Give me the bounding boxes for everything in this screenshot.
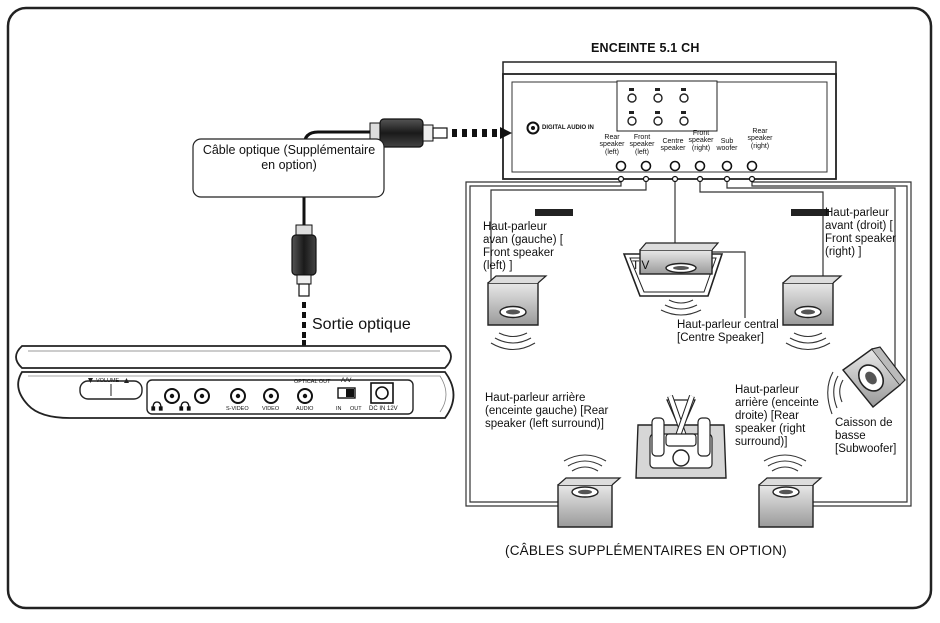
front-right-speaker-label: Haut-parleur avant (droit) [ Front speak… (825, 207, 896, 258)
cable-label-box (192, 138, 385, 198)
front-left-speaker (487, 275, 548, 351)
out-label: OUT (350, 406, 362, 412)
audio-label: AUDIO (296, 406, 314, 412)
digital-audio-in-label: DIGITAL AUDIO IN (542, 125, 594, 131)
output-label-rear-left: Rear speaker (left) (599, 134, 625, 156)
subwoofer-label: Caisson de basse [Subwoofer] (835, 417, 897, 455)
front-right-speaker-bar (791, 209, 829, 216)
output-label-front-left: Front speaker (left) (629, 134, 655, 156)
tv-label: TV (632, 258, 652, 272)
centre-speaker-label: Haut-parleur central [Centre Speaker] (677, 319, 779, 344)
optional-cables-caption: (CÂBLES SUPPLÉMENTAIRES EN OPTION) (505, 543, 787, 558)
rear-left-speaker (557, 454, 622, 528)
av-label: A/V (341, 377, 352, 384)
output-label-rear-right: Rear speaker (right) (747, 128, 773, 150)
svideo-label: S-VIDEO (226, 406, 249, 412)
receiver-title: ENCEINTE 5.1 CH (591, 41, 700, 55)
video-label: VIDEO (262, 406, 280, 412)
output-label-front-right: Front speaker (right) (688, 130, 714, 152)
front-left-speaker-bar (535, 209, 573, 216)
front-right-speaker (782, 275, 843, 351)
optical-out-label: OPTICAL OUT (294, 379, 331, 385)
rear-left-speaker-label: Haut-parleur arrière (enceinte gauche) [… (485, 392, 609, 430)
output-label-centre: Centre speaker (660, 138, 686, 153)
surround-receiver (502, 61, 837, 180)
listener-armchair (635, 395, 727, 479)
headphone-icon (179, 401, 191, 411)
optical-output-label: Sortie optique (312, 316, 411, 333)
output-label-sub: Sub woofer (716, 138, 738, 153)
in-label: IN (336, 406, 342, 412)
front-left-speaker-label: Haut-parleur avan (gauche) [ Front speak… (483, 221, 563, 272)
portable-dvd-player (15, 345, 455, 419)
dc-in-label: DC IN 12V (369, 406, 398, 412)
optical-cable-label: Câble optique (Supplémentaire en option) (202, 143, 376, 172)
speaker-output-jacks (615, 160, 758, 172)
volume-label: VOLUME (96, 378, 120, 384)
tv-with-centre-speaker (622, 242, 724, 316)
rear-right-speaker-label: Haut-parleur arrière (enceinte droite) [… (735, 384, 819, 448)
subwoofer (827, 346, 906, 415)
headphone-icon (151, 401, 163, 411)
rear-right-speaker (758, 454, 823, 528)
